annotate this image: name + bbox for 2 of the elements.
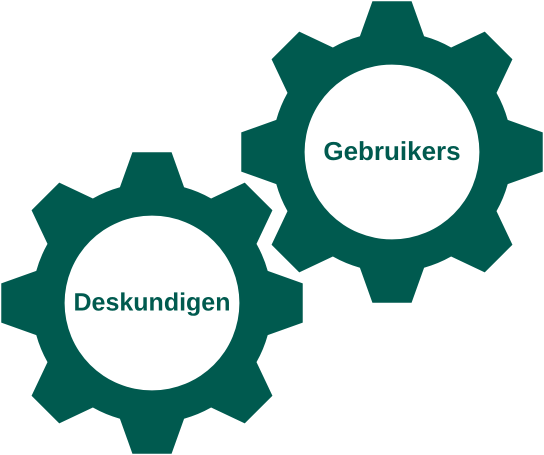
gear-label: Deskundigen <box>74 288 230 318</box>
gear-label: Gebruikers <box>323 137 461 167</box>
